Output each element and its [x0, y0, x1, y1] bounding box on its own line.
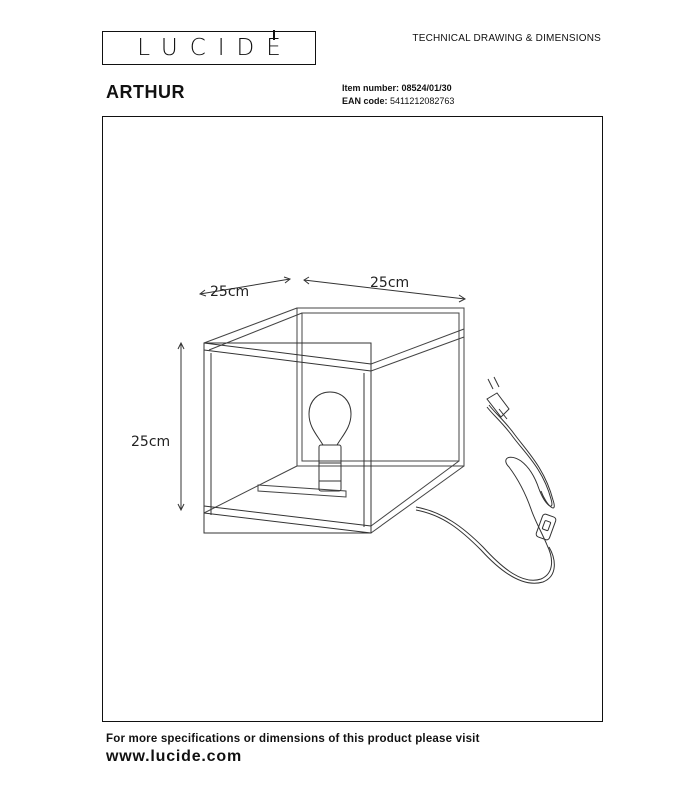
light-bulb	[308, 391, 352, 446]
technical-drawing-frame: 25cm 25cm 25cm	[102, 116, 603, 722]
lamp-base-plate	[257, 484, 347, 498]
inline-switch	[535, 513, 557, 541]
document-type: TECHNICAL DRAWING & DIMENSIONS	[412, 33, 601, 44]
ean-value: 5411212082763	[390, 96, 455, 106]
width-dimension-line	[303, 276, 466, 303]
product-name: ARTHUR	[106, 82, 185, 102]
footer-url-link[interactable]: www.lucide.com	[106, 748, 242, 765]
brand-logo-text: LUCIDE	[137, 35, 293, 61]
height-dimension-line	[177, 341, 185, 512]
item-number-value: 08524/01/30	[401, 83, 452, 93]
ean-row: EAN code: 5411212082763	[342, 96, 454, 106]
logo-accent-mark	[273, 30, 275, 40]
footer-text: For more specifications or dimensions of…	[106, 733, 480, 745]
lamp-frame-edges	[203, 307, 465, 534]
power-plug	[486, 376, 510, 420]
ean-label: EAN code:	[342, 96, 388, 106]
item-number-row: Item number: 08524/01/30	[342, 83, 452, 93]
lamp-drawing: 25cm 25cm 25cm	[131, 275, 557, 584]
lamp-frame-front	[203, 342, 372, 534]
item-number-label: Item number:	[342, 83, 400, 93]
width-dimension-label: 25cm	[370, 275, 409, 291]
depth-dimension-line	[198, 276, 292, 297]
power-cable	[415, 404, 555, 584]
lamp-socket	[318, 444, 342, 492]
brand-logo: LUCIDE	[102, 30, 316, 65]
lamp-frame-back	[296, 307, 465, 467]
depth-dimension-label: 25cm	[210, 284, 249, 300]
height-dimension-label: 25cm	[131, 434, 170, 450]
